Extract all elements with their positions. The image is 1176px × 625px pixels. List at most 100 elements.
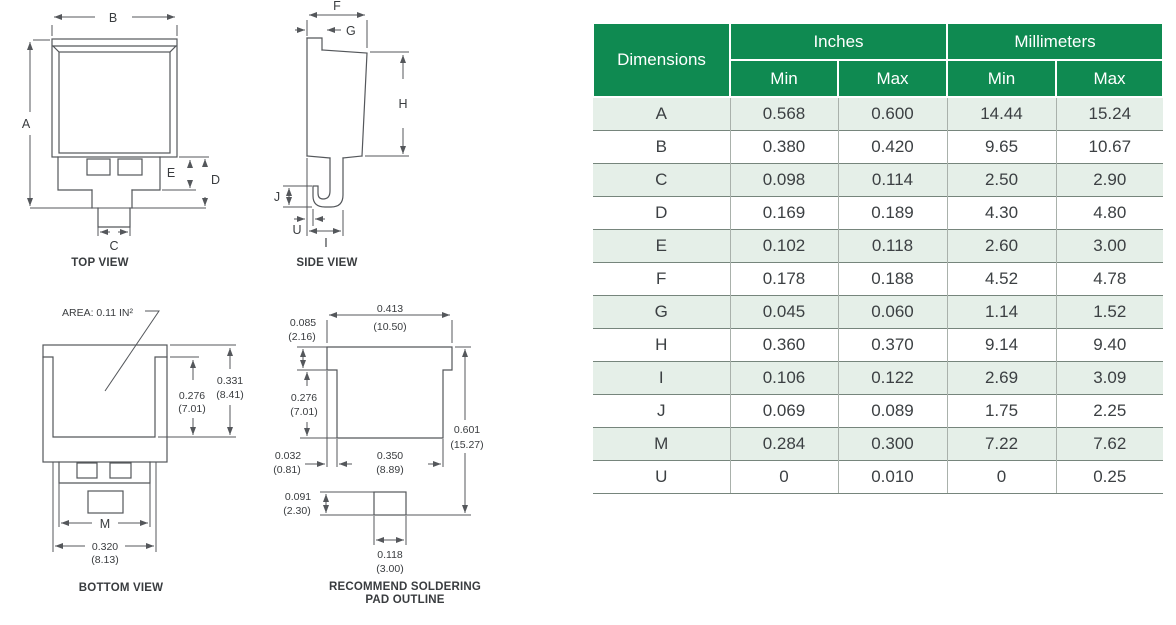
cell-mm-max: 4.80 (1055, 196, 1164, 230)
pad-dim-0032-mm: (0.81) (273, 464, 300, 476)
cell-mm-min: 0 (946, 460, 1056, 494)
dim-label-c: C (109, 239, 118, 253)
dim-label-d: D (211, 173, 220, 187)
dim-label-h: H (398, 97, 407, 111)
table-row: D 0.169 0.189 4.30 4.80 (593, 196, 1164, 230)
cell-mm-min: 2.50 (946, 163, 1056, 197)
col-header-mm-min: Min (946, 59, 1057, 98)
cell-dimension: G (593, 295, 730, 329)
cell-in-min: 0.178 (729, 262, 838, 296)
cell-in-max: 0.189 (837, 196, 947, 230)
cell-in-min: 0.045 (729, 295, 838, 329)
cell-in-min: 0.380 (729, 130, 838, 164)
side-view-drawing: F G H J U I SIDE VIEW (274, 0, 409, 269)
table-row: I 0.106 0.122 2.69 3.09 (593, 361, 1164, 395)
bottom-view-body-outline (42, 344, 168, 514)
side-view-dimension-lines (283, 12, 409, 236)
table-row: G 0.045 0.060 1.14 1.52 (593, 295, 1164, 329)
pad-dim-0118-mm: (3.00) (376, 563, 403, 575)
dim-label-i: I (324, 236, 327, 250)
cell-in-min: 0.284 (729, 427, 838, 461)
dim-0320-mm: (8.13) (91, 554, 118, 566)
cell-mm-max: 1.52 (1055, 295, 1164, 329)
dim-label-m: M (100, 517, 110, 531)
cell-mm-max: 10.67 (1055, 130, 1164, 164)
pad-dim-0413-mm: (10.50) (373, 321, 406, 333)
cell-dimension: B (593, 130, 730, 164)
cell-mm-min: 9.65 (946, 130, 1056, 164)
col-group-inches: Inches (729, 22, 948, 61)
cell-in-min: 0.106 (729, 361, 838, 395)
dim-label-a: A (22, 117, 31, 131)
table-row: B 0.380 0.420 9.65 10.67 (593, 130, 1164, 164)
cell-dimension: A (593, 96, 730, 131)
cell-in-min: 0.069 (729, 394, 838, 428)
cell-mm-min: 2.69 (946, 361, 1056, 395)
side-view-body-outline (306, 37, 368, 208)
cell-mm-min: 1.14 (946, 295, 1056, 329)
pad-caption-line1: RECOMMEND SOLDERING (329, 581, 481, 593)
cell-mm-max: 0.25 (1055, 460, 1164, 494)
dim-0331: 0.331 (217, 375, 243, 387)
soldering-pad-drawing: 0.413 (10.50) 0.085 (2.16) 0.276 (7.01) … (273, 303, 483, 606)
cell-dimension: J (593, 394, 730, 428)
cell-mm-min: 14.44 (946, 96, 1056, 131)
cell-in-max: 0.060 (837, 295, 947, 329)
cell-in-min: 0.568 (729, 96, 838, 131)
pad-dim-0350-mm: (8.89) (376, 464, 403, 476)
cell-mm-max: 4.78 (1055, 262, 1164, 296)
dim-label-e: E (167, 166, 175, 180)
cell-in-max: 0.600 (837, 96, 947, 131)
cell-dimension: U (593, 460, 730, 494)
cell-mm-max: 7.62 (1055, 427, 1164, 461)
table-row: M 0.284 0.300 7.22 7.62 (593, 427, 1164, 461)
dim-0276-mm: (7.01) (178, 403, 205, 415)
cell-in-min: 0.102 (729, 229, 838, 263)
cell-in-min: 0.360 (729, 328, 838, 362)
pad-dim-0601-mm: (15.27) (450, 439, 483, 451)
cell-mm-max: 15.24 (1055, 96, 1164, 131)
col-header-inches-max: Max (837, 59, 948, 98)
dim-label-g: G (346, 24, 356, 38)
pad-caption-line2: PAD OUTLINE (365, 594, 444, 606)
dim-label-j: J (274, 190, 280, 204)
cell-in-max: 0.122 (837, 361, 947, 395)
pad-dim-0350: 0.350 (377, 450, 403, 462)
cell-mm-max: 2.25 (1055, 394, 1164, 428)
table-row: U 0 0.010 0 0.25 (593, 460, 1164, 494)
cell-mm-max: 2.90 (1055, 163, 1164, 197)
col-header-dimensions: Dimensions (592, 22, 731, 98)
bottom-view-drawing: AREA: 0.11 IN² 0.276 (7.01) 0.331 (8.41)… (42, 307, 244, 594)
cell-dimension: H (593, 328, 730, 362)
top-view-body-outline (51, 38, 178, 228)
pad-dim-0085-mm: (2.16) (288, 331, 315, 343)
dim-label-u: U (292, 223, 301, 237)
pad-dim-0276-mm: (7.01) (290, 406, 317, 418)
cell-dimension: E (593, 229, 730, 263)
bottom-view-dimension-lines (52, 310, 236, 552)
dimensions-table: Dimensions Inches Millimeters Min Max Mi… (592, 22, 1165, 494)
pad-dim-0601: 0.601 (454, 424, 480, 436)
table-row: J 0.069 0.089 1.75 2.25 (593, 394, 1164, 428)
cell-in-max: 0.118 (837, 229, 947, 263)
cell-in-min: 0.098 (729, 163, 838, 197)
cell-mm-min: 4.30 (946, 196, 1056, 230)
table-row: A 0.568 0.600 14.44 15.24 (593, 96, 1164, 131)
cell-mm-max: 3.09 (1055, 361, 1164, 395)
table-row: H 0.360 0.370 9.14 9.40 (593, 328, 1164, 362)
top-view-dimension-lines (27, 14, 209, 236)
pad-outline-shape (326, 346, 453, 516)
top-view-caption: TOP VIEW (71, 257, 128, 269)
cell-mm-min: 9.14 (946, 328, 1056, 362)
cell-in-max: 0.420 (837, 130, 947, 164)
cell-mm-max: 9.40 (1055, 328, 1164, 362)
cell-mm-min: 4.52 (946, 262, 1056, 296)
cell-in-max: 0.188 (837, 262, 947, 296)
dim-label-f: F (333, 0, 341, 13)
cell-dimension: M (593, 427, 730, 461)
cell-in-max: 0.010 (837, 460, 947, 494)
pad-dim-0413: 0.413 (377, 303, 403, 315)
col-header-inches-min: Min (729, 59, 839, 98)
dim-label-b: B (109, 11, 117, 25)
pad-dimension-lines (297, 312, 471, 545)
